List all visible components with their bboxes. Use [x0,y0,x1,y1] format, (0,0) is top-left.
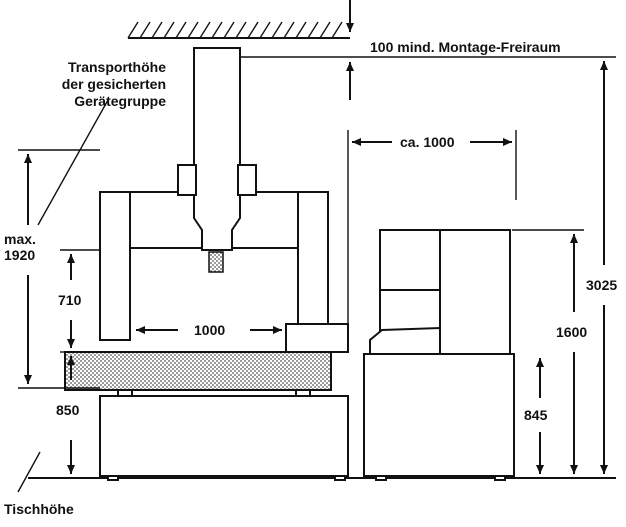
ca-1000-label: ca. 1000 [400,134,455,150]
granite-table [64,351,332,391]
quill-column [177,47,257,273]
left-dimensions [18,149,100,474]
tischhoehe-leader [17,451,41,493]
tischhoehe-label: Tischhöhe [4,501,74,517]
transport-label-line2: der gesicherten [62,76,166,92]
dim-710-label: 710 [58,292,82,308]
max-label: max. [4,231,36,247]
max-1920-label: 1920 [4,247,35,263]
right-dimensions [512,61,608,474]
dim-3025-label: 3025 [586,277,617,293]
dim-1600-label: 1600 [556,324,587,340]
table-base [99,389,349,481]
clearance-label: 100 mind. Montage-Freiraum [370,39,561,55]
clearance-dimension [240,0,616,100]
ceiling-hatch [127,21,350,39]
dim-845-label: 845 [524,407,548,423]
dim-1000-label: 1000 [194,322,225,338]
transport-leader [37,99,109,226]
table-block [285,323,349,353]
ca-1000-dimension [347,130,517,340]
dim-850-label: 850 [56,402,80,418]
transport-label-line1: Transporthöhe [68,59,166,75]
control-cabinet [363,229,515,481]
transport-label-line3: Gerätegruppe [74,93,166,109]
